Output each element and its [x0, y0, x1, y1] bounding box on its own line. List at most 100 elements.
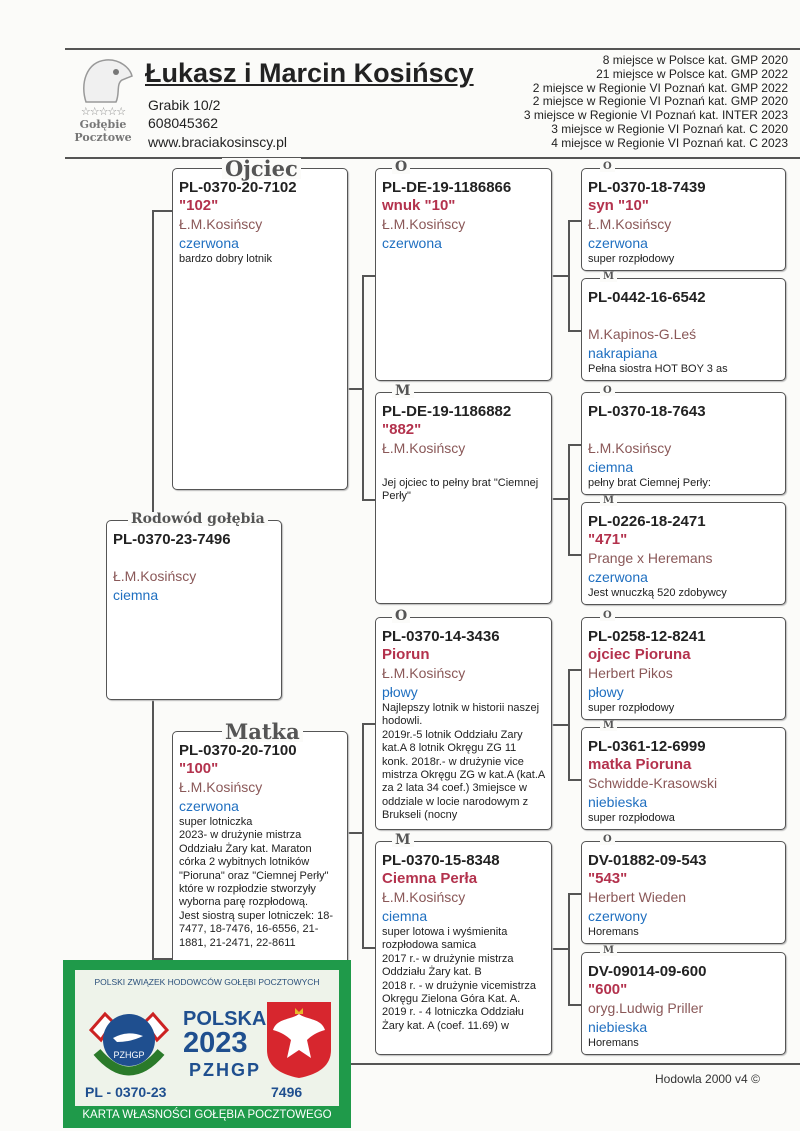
connector	[347, 832, 362, 834]
pigeon-head-icon	[83, 59, 133, 103]
achievement-item: 8 miejsce w Polsce kat. GMP 2020	[602, 53, 788, 67]
logo-text-line2: Pocztowe	[74, 131, 132, 144]
box-label: M	[392, 833, 414, 847]
pigeon-name: "471"	[588, 531, 628, 548]
connector	[152, 958, 172, 960]
pigeon-notes: super rozpłodowa	[588, 812, 675, 824]
achievement-item: 4 miejsce w Regionie VI Poznań kat. C 20…	[551, 135, 788, 150]
connector	[152, 210, 172, 212]
breeder-address: Grabik 10/2	[148, 97, 221, 113]
pigeon-ring-number: PL-0226-18-2471	[588, 513, 706, 530]
connector	[568, 444, 581, 446]
pigeon-notes: Horemans	[588, 1037, 639, 1049]
pigeon-ring-number: DV-09014-09-600	[588, 963, 707, 980]
pigeon-ring-number: PL-DE-19-1186866	[382, 179, 512, 196]
pigeon-breeder: Ł.M.Kosińscy	[382, 440, 466, 456]
pigeon-notes: bardzo dobry lotnik	[179, 253, 272, 265]
connector	[568, 893, 581, 895]
box-label: M	[600, 946, 618, 956]
connector	[362, 723, 375, 725]
connector	[362, 275, 375, 277]
pigeon-color: czerwona	[179, 798, 239, 814]
pigeon-breeder: Prange x Heremans	[588, 550, 713, 566]
pigeon-breeder: Ł.M.Kosińscy	[179, 216, 263, 232]
logo-text-line1: Gołębie	[79, 118, 127, 131]
pigeon-breeder: Ł.M.Kosińscy	[382, 665, 466, 681]
pigeon-notes: super lotowa i wyśmienita rozpłodowa sam…	[382, 926, 537, 1032]
pigeon-ring-number: PL-0370-18-7439	[588, 179, 706, 196]
pigeon-color: czerwona	[179, 235, 239, 251]
connector	[347, 388, 362, 390]
connector	[568, 554, 581, 556]
pigeon-ring-number: PL-0370-15-8348	[382, 852, 500, 869]
connector	[568, 669, 570, 779]
box-label: Rodowód gołębia	[128, 512, 268, 526]
box-label: O	[600, 162, 615, 172]
pigeon-breeder: Ł.M.Kosińscy	[588, 440, 672, 456]
connector	[568, 444, 570, 554]
logo: ☆☆☆☆☆ Gołębie Pocztowe	[66, 54, 140, 152]
card-footer-title: KARTA WŁASNOŚCI GOŁĘBIA POCZTOWEGO	[82, 1109, 332, 1121]
connector	[552, 498, 568, 500]
pigeon-breeder: Ł.M.Kosińscy	[382, 216, 466, 232]
box-label: M	[600, 721, 618, 731]
card-org: PZHGP	[189, 1060, 262, 1080]
pigeon-ring-number: PL-0258-12-8241	[588, 628, 706, 645]
pigeon-notes: Pełna siostra HOT BOY 3 as	[588, 363, 728, 375]
pigeon-ring-number: PL-DE-19-1186882	[382, 403, 512, 420]
pigeon-name: wnuk "10"	[382, 197, 456, 214]
card-org-name: POLSKI ZWIĄZEK HODOWCÓW GOŁĘBI POCZTOWYC…	[94, 977, 320, 987]
pigeon-breeder: Herbert Wieden	[588, 889, 687, 905]
breeder-title: Łukasz i Marcin Kosińscy	[145, 58, 474, 88]
connector	[552, 275, 568, 277]
pigeon-name	[588, 421, 779, 439]
pigeon-color: płowy	[382, 684, 418, 700]
stars-icon: ☆☆☆☆☆	[80, 106, 126, 118]
achievement-item: 2 miejsce w Regionie VI Poznań kat. GMP …	[532, 80, 788, 95]
pigeon-notes: pełny brat Ciemnej Perły:	[588, 477, 711, 489]
polish-eagle-crest-icon	[267, 1002, 331, 1078]
connector	[362, 723, 364, 948]
connector	[568, 669, 581, 671]
pigeon-notes: Jest wnuczką 520 zdobywcy	[588, 587, 727, 599]
pigeon-name	[588, 307, 779, 325]
pigeon-breeder: Schwidde-Krasowski	[588, 775, 718, 791]
pigeon-color: niebieska	[588, 794, 648, 810]
connector	[568, 1004, 581, 1006]
card-year: 2023	[183, 1027, 248, 1059]
achievement-item: 3 miejsce w Regionie VI Poznań kat. INTE…	[523, 108, 788, 123]
pigeon-ring-number: PL-0370-23-7496	[113, 531, 231, 548]
pigeon-name: "102"	[179, 197, 219, 214]
pigeon-color: ciemna	[382, 908, 428, 924]
connector	[362, 499, 375, 501]
card-ring-prefix: PL - 0370-23	[85, 1084, 167, 1100]
box-label: Ojciec	[222, 158, 301, 179]
card-country: POLSKA	[183, 1008, 267, 1030]
pigeon-color: ciemna	[113, 587, 159, 603]
pigeon-breeder: oryg.Ludwig Priller	[588, 1000, 704, 1016]
breeder-website[interactable]: www.braciakosinscy.pl	[148, 134, 288, 150]
connector	[568, 779, 581, 781]
connector	[552, 948, 568, 950]
ownership-card: POLSKI ZWIĄZEK HODOWCÓW GOŁĘBI POCZTOWYC…	[63, 960, 351, 1128]
pigeon-color: czerwona	[382, 235, 442, 251]
header-top-rule	[65, 48, 800, 50]
connector	[568, 330, 581, 332]
pigeon-color: czerwony	[588, 908, 648, 924]
pigeon-breeder: M.Kapinos-G.Leś	[588, 326, 697, 342]
pigeon-breeder: Herbert Pikos	[588, 665, 673, 681]
achievement-item: 21 miejsce w Polsce kat. GMP 2022	[596, 66, 788, 81]
box-label: O	[600, 386, 615, 396]
